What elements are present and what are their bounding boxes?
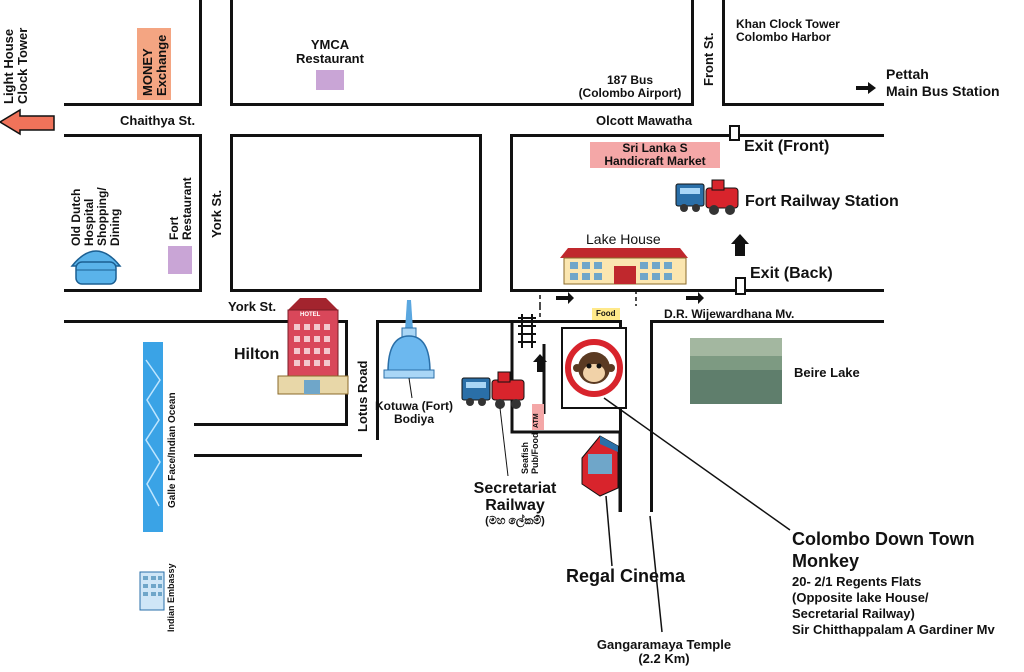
direction-arrows	[533, 82, 876, 372]
galle-face-ocean-icon	[143, 342, 163, 532]
fort-restaurant-label: Fort Restaurant	[167, 177, 194, 240]
hotel-sign: HOTEL	[300, 312, 321, 318]
seafish-label: Seafish Pub/Food	[520, 432, 540, 475]
bus-187-label: 187 Bus (Colombo Airport)	[578, 73, 682, 100]
hilton-hotel-icon	[277, 298, 349, 395]
monkey-logo-icon	[561, 327, 627, 409]
atm-label: ATM	[533, 413, 540, 428]
indian-embassy-icon	[139, 571, 165, 611]
pettah-label: Pettah Main Bus Station	[886, 66, 1000, 99]
monkey-title-label: Colombo Down Town Monkey	[792, 529, 975, 571]
exit-gates	[729, 125, 746, 295]
exit-front-label: Exit (Front)	[744, 138, 830, 155]
fort-restaurant-marker	[168, 246, 192, 274]
street-lotus: Lotus Road	[355, 360, 370, 433]
lighthouse-label: Light House Clock Tower	[1, 27, 30, 104]
old-dutch-hospital-icon	[70, 250, 122, 285]
atm-tag	[532, 404, 544, 430]
old-dutch-hospital-label: Old Dutch Hospital Shopping/ Dining	[69, 187, 122, 246]
street-york-horizontal: York St.	[228, 299, 277, 314]
fort-railway-train-icon	[675, 179, 739, 215]
money-exchange-label: MONEY Exchange	[140, 34, 169, 96]
street-front: Front St.	[701, 32, 716, 86]
indian-embassy-label: Indian Embassy	[166, 563, 176, 632]
beire-lake-icon	[690, 338, 782, 404]
lake-house-icon	[560, 248, 688, 285]
kotuwa-label: Kotuwa (Fort) Bodiya	[375, 399, 453, 426]
railway-track-icon	[518, 314, 536, 348]
ymca-label: YMCA Restaurant	[296, 37, 364, 66]
street-wijewardhana: D.R. Wijewardhana Mv.	[664, 307, 795, 321]
monkey-address-label: 20- 2/1 Regents Flats (Opposite lake Hou…	[792, 574, 995, 637]
secretariat-railway-label: Secretariat Railway (මහ ලේකම්)	[473, 480, 557, 527]
food-label: Food	[596, 309, 616, 318]
handicraft-box	[590, 142, 720, 168]
beire-lake-label: Beire Lake	[794, 365, 860, 380]
handicraft-market-label: Sri Lanka S Handicraft Market	[604, 141, 706, 168]
khan-clock-tower-label: Khan Clock Tower Colombo Harbor	[736, 17, 840, 44]
street-chaithya: Chaithya St.	[120, 113, 196, 128]
regal-cinema-label: Regal Cinema	[566, 566, 686, 586]
lake-house-label: Lake House	[586, 231, 661, 247]
street-olcott: Olcott Mawatha	[596, 113, 693, 128]
regal-cinema-icon	[581, 435, 619, 497]
gangaramaya-label: Gangaramaya Temple (2.2 Km)	[596, 637, 732, 666]
road-network	[58, 0, 890, 516]
street-york-vertical: York St.	[209, 189, 224, 238]
left-arrow-icon	[0, 108, 55, 136]
exit-back-label: Exit (Back)	[750, 265, 833, 282]
fort-railway-station-label: Fort Railway Station	[745, 193, 899, 210]
galle-face-label: Galle Face/Indian Ocean	[167, 392, 178, 508]
secretariat-train-icon	[461, 371, 525, 409]
money-exchange-box	[137, 28, 171, 100]
hilton-label: Hilton	[234, 346, 280, 363]
food-tag	[592, 308, 620, 320]
ymca-marker	[316, 70, 344, 90]
